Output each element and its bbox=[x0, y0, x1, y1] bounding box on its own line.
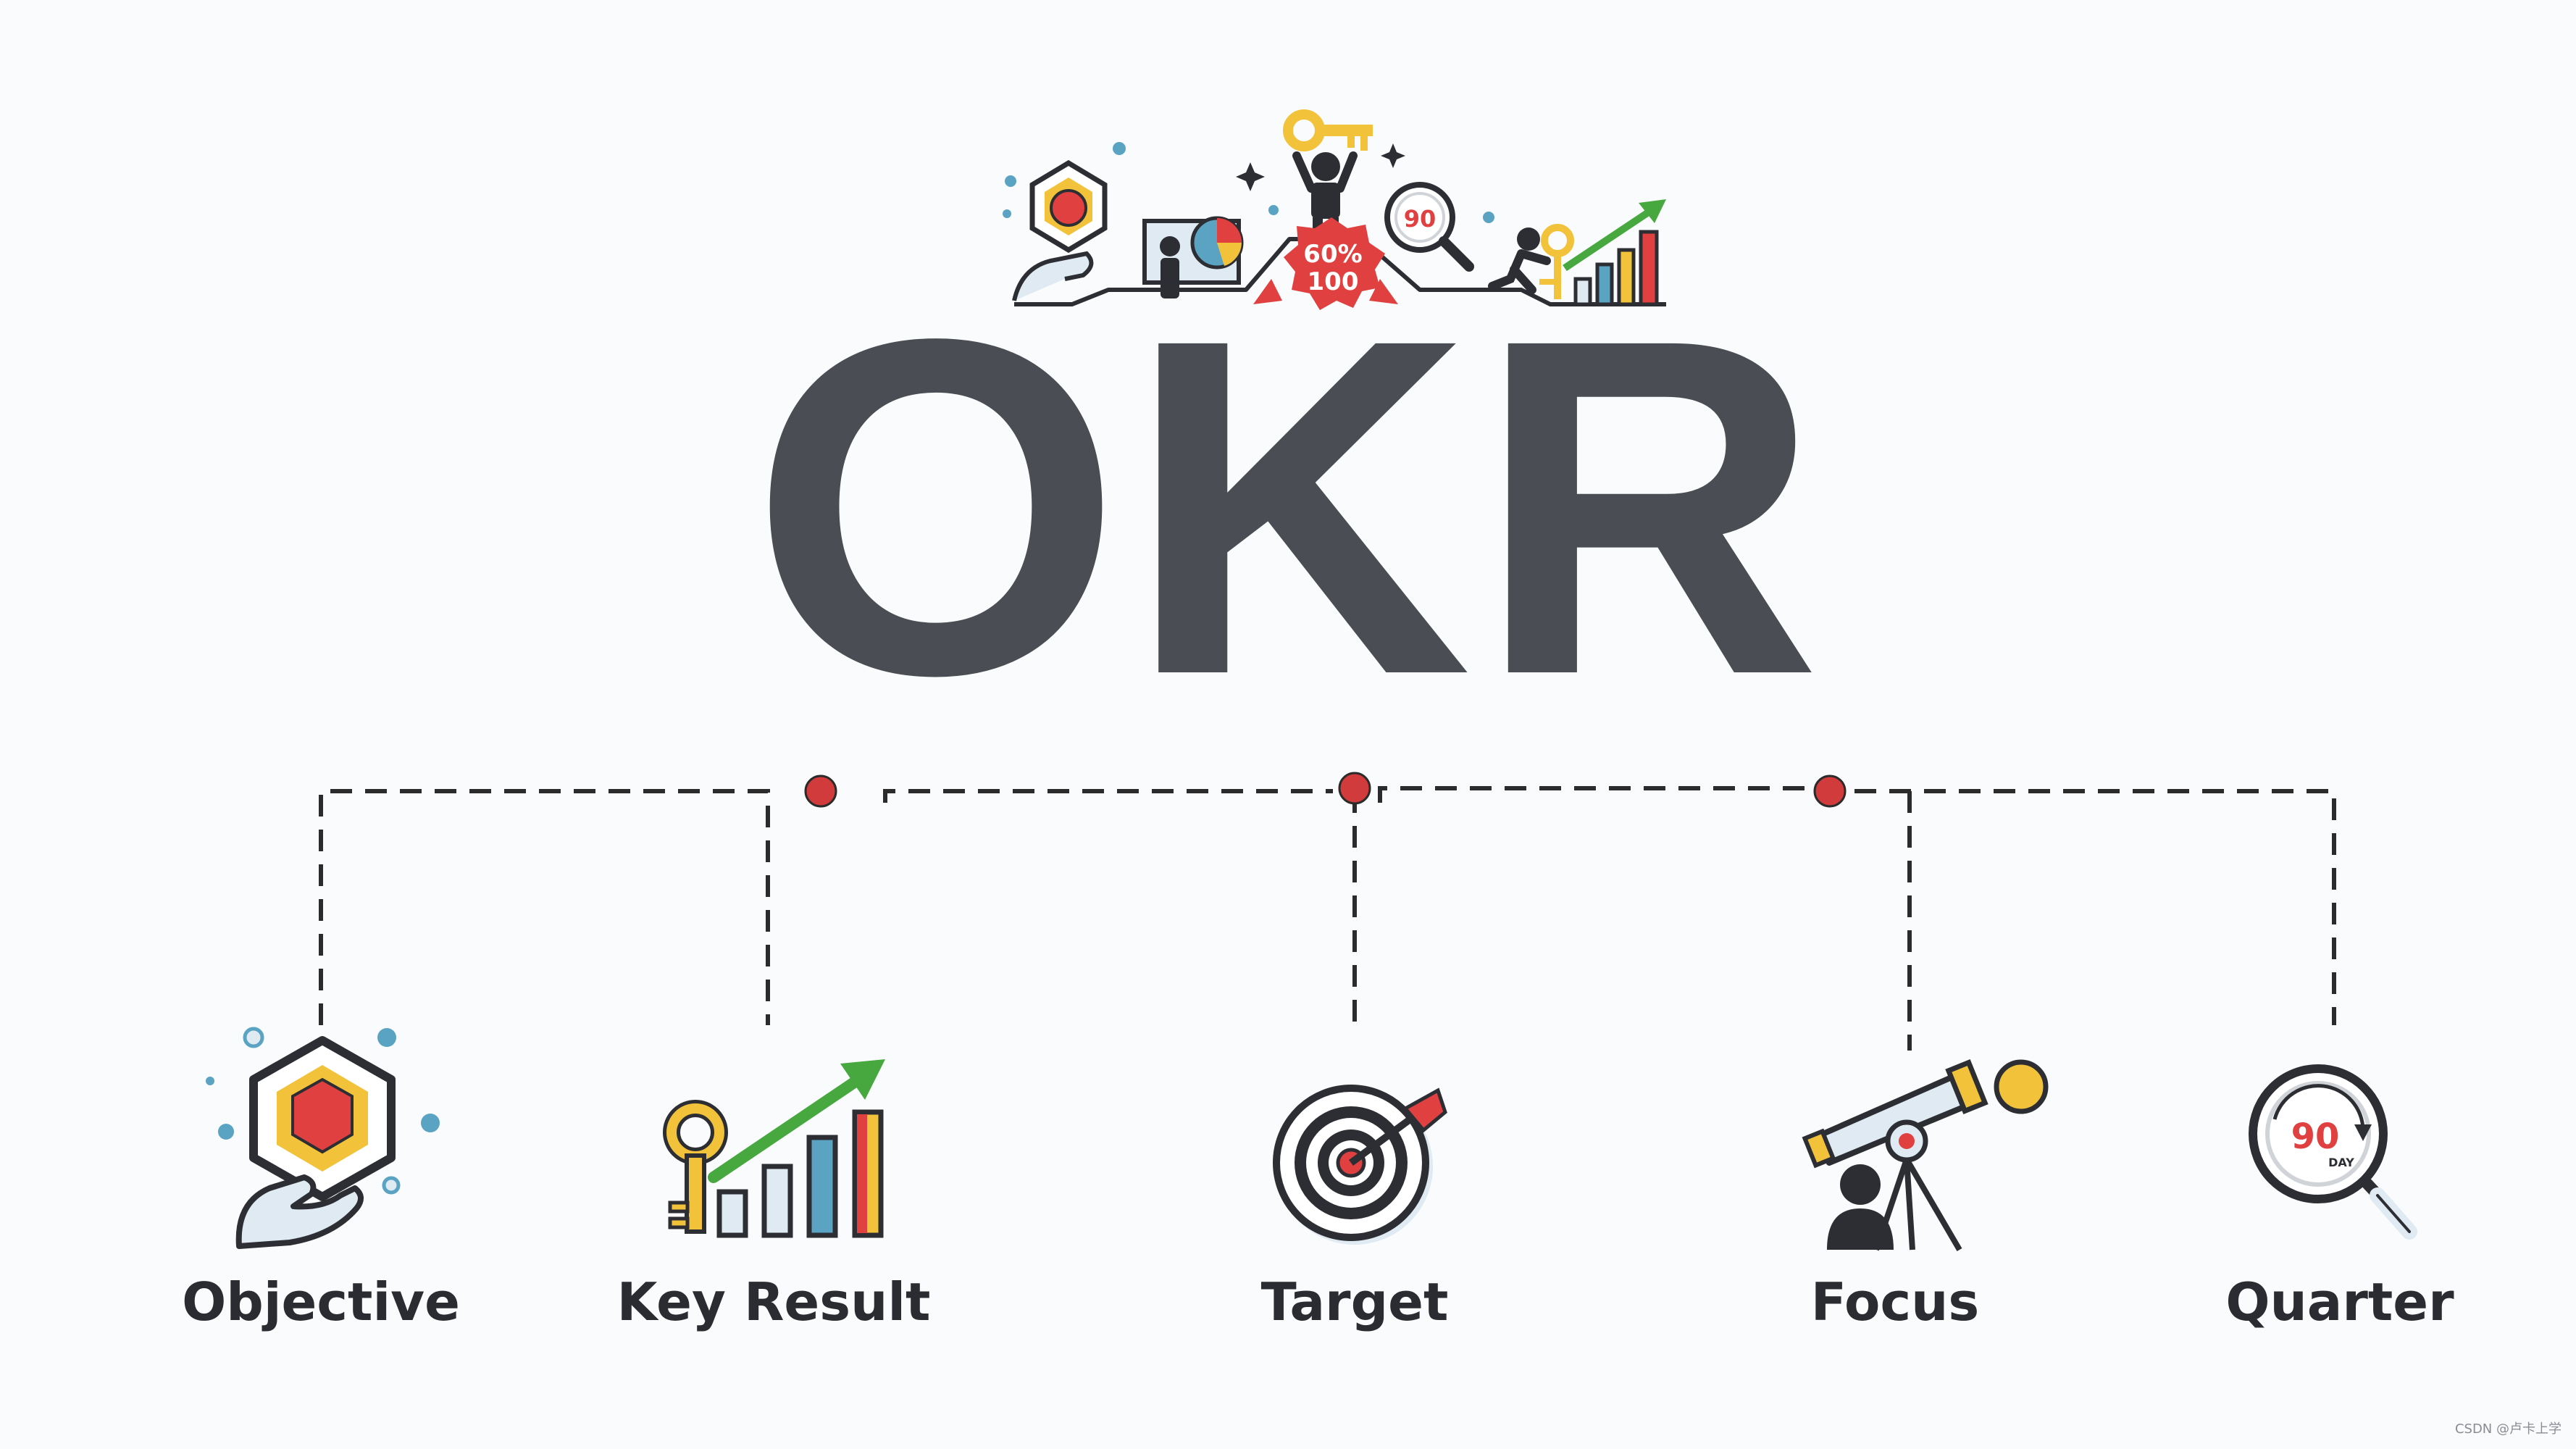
runner-key-icon bbox=[1488, 224, 1574, 299]
target-icon bbox=[1273, 1085, 1447, 1245]
connector-dot bbox=[1338, 772, 1371, 805]
quarter-icon-number: 90 bbox=[2291, 1116, 2340, 1157]
percent-badge: 60% 100 bbox=[1253, 217, 1398, 310]
badge-bottom-text: 100 bbox=[1308, 267, 1359, 296]
small-growth-chart-icon bbox=[1563, 199, 1666, 306]
connector-lines bbox=[319, 786, 2336, 1051]
presentation-icon bbox=[1142, 216, 1244, 298]
objective-icon bbox=[206, 1027, 440, 1249]
magnifier-icon: 90 bbox=[1384, 182, 1494, 272]
label-focus: Focus bbox=[1810, 1271, 1980, 1332]
connector-dot bbox=[804, 774, 837, 808]
label-objective: Objective bbox=[182, 1271, 460, 1332]
key-holder-icon bbox=[1236, 109, 1405, 241]
label-quarter: Quarter bbox=[2225, 1271, 2454, 1332]
connector-dots bbox=[804, 772, 1847, 808]
connector-dot bbox=[1813, 774, 1847, 808]
label-key-result: Key Result bbox=[616, 1271, 931, 1332]
magnifier-text: 90 bbox=[1404, 205, 1437, 233]
watermark: CSDN @卢卡上学 bbox=[2454, 1421, 2562, 1437]
badge-top-text: 60% bbox=[1303, 240, 1362, 269]
quarter-icon-sub: DAY bbox=[2328, 1156, 2354, 1169]
top-banner-illustration: 60% 100 90 bbox=[1003, 109, 1666, 310]
label-target: Target bbox=[1260, 1271, 1449, 1332]
quarter-magnifier-icon: 90 DAY bbox=[2249, 1064, 2417, 1240]
key-result-icon bbox=[663, 1059, 885, 1238]
telescope-icon bbox=[1802, 1059, 2049, 1252]
okr-title: OKR bbox=[750, 240, 1826, 774]
hand-hexagon-icon bbox=[1003, 142, 1126, 301]
